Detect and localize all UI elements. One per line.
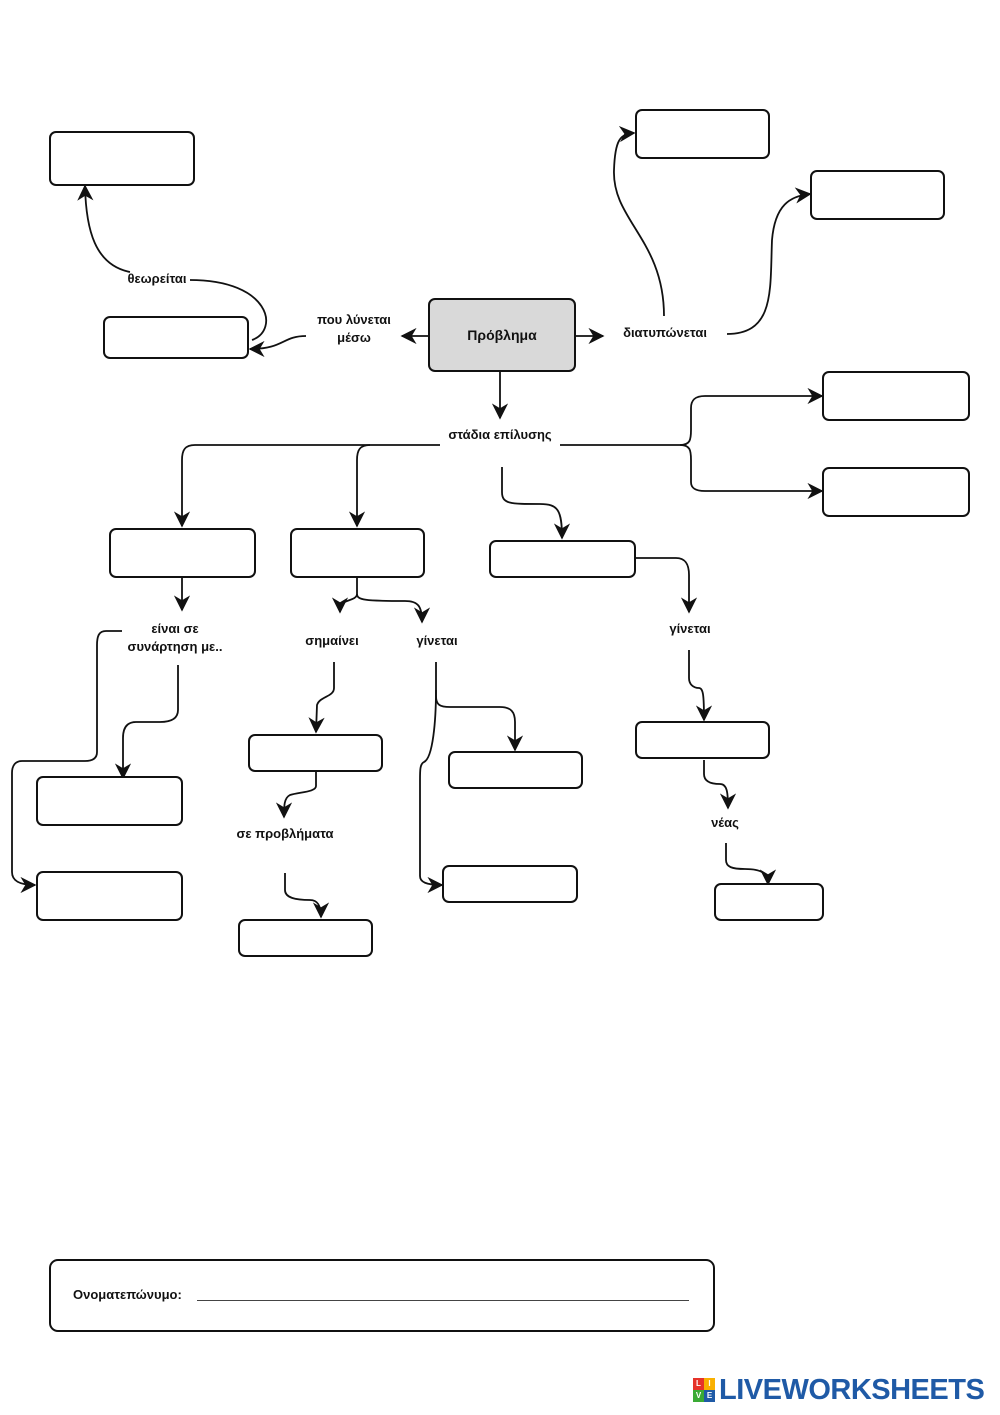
student-name-input-line[interactable] [197,1300,689,1301]
badge-letter: I [704,1378,715,1390]
label-formulated: διατυπώνεται [623,325,707,340]
edge-stages-to-box-a [173,444,440,528]
edge-becomes-1-to-box-g [435,662,524,752]
answer-box-means[interactable] [248,734,383,772]
edge-box-b-to-becomes-1 [356,593,431,624]
answer-box-formulated-1[interactable] [635,109,770,159]
badge-letter: E [704,1390,715,1402]
edge-box-j-to-new [703,760,737,810]
edge-formulated-to-topbox-1 [613,125,665,317]
label-means: σημαίνει [305,633,359,648]
badge-letter: L [693,1378,704,1390]
answer-box-formulated-2[interactable] [810,170,945,220]
answer-box-in-problems[interactable] [238,919,373,957]
edge-considered-to-topleft-box [77,184,131,273]
label-becomes-2: γίνεται [669,621,711,636]
edge-solved-via-to-box [248,335,307,358]
edge-becomes-1-to-box-h [419,689,444,894]
answer-box-stage-b[interactable] [290,528,425,578]
problem-box: Πρόβλημα [428,298,576,372]
student-name-panel: Ονοματεπώνυμο: [49,1259,715,1332]
brand-badge-icon: L I V E [693,1378,715,1402]
answer-box-becomes-2[interactable] [442,865,578,903]
answer-box-becomes-right[interactable] [635,721,770,759]
answer-box-becomes-1[interactable] [448,751,583,789]
answer-box-stage-right-1[interactable] [822,371,970,421]
label-new: νέας [711,815,739,830]
edge-depends-to-box-e [11,630,122,894]
edge-becomes-2-to-box-j [688,650,713,722]
student-name-label: Ονοματεπώνυμο: [73,1287,182,1302]
answer-box-depends-2[interactable] [36,871,183,921]
answer-box-considered[interactable] [49,131,195,186]
edge-box-b-to-means [331,578,358,614]
edge-stages-to-right-1 [560,387,824,446]
label-stages: στάδια επίλυσης [448,427,552,442]
answer-box-stage-right-2[interactable] [822,467,970,517]
label-becomes-1: γίνεται [416,633,458,648]
label-in-problems: σε προβλήματα [236,826,334,841]
edge-in-problems-to-box-i [284,873,330,919]
edge-formulated-to-topbox-2 [726,187,812,335]
label-solved-via: που λύνεται μέσω [317,312,391,345]
answer-box-stage-c[interactable] [489,540,636,578]
label-depends-on: είναι σε συνάρτηση με.. [127,621,223,654]
edge-box-c-to-becomes-2 [635,557,698,614]
edge-stages-to-box-b [348,444,371,528]
answer-box-solved-via[interactable] [103,316,249,359]
edge-means-to-box-f [308,662,335,734]
badge-letter: V [693,1390,704,1402]
edge-box-f-to-in-problems [275,772,317,819]
edge-stages-to-box-c [501,467,571,540]
edge-box-to-considered-box [189,279,268,341]
edge-new-to-box-k [725,843,777,886]
problem-label: Πρόβλημα [467,327,537,343]
brand-text: LIVEWORKSHEETS [719,1373,985,1406]
label-considered: θεωρείται [127,271,187,286]
edge-stages-to-right-2 [679,444,824,500]
answer-box-depends-1[interactable] [36,776,183,826]
answer-box-stage-a[interactable] [109,528,256,578]
brand-logo: L I V E LIVEWORKSHEETS [693,1373,985,1406]
edge-depends-to-box-d [114,665,179,780]
answer-box-new[interactable] [714,883,824,921]
